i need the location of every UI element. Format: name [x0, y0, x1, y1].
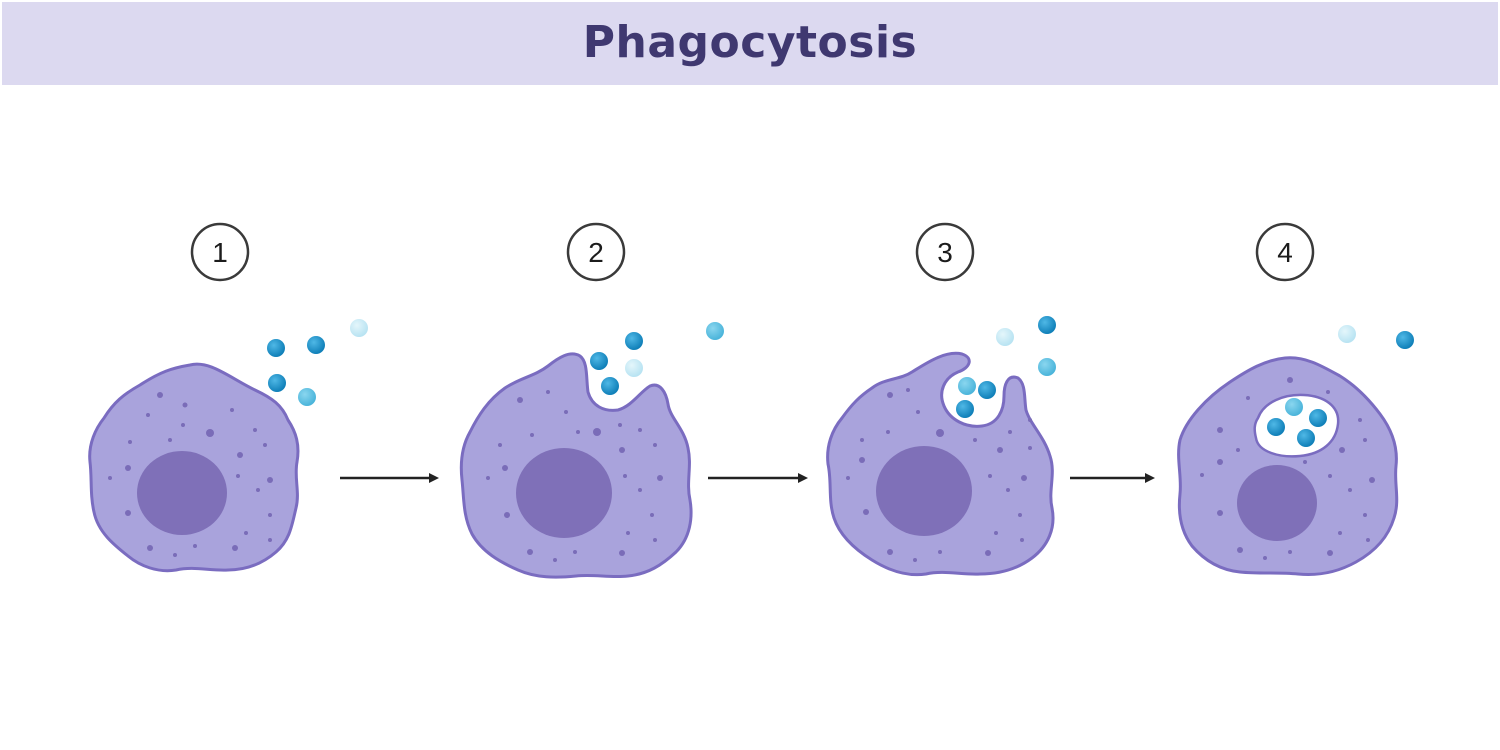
bacteria-particles [956, 316, 1056, 418]
particle-dark [1038, 316, 1056, 334]
bacteria-particles [267, 319, 368, 406]
particle-dark [978, 381, 996, 399]
step-number-badge: 3 [915, 222, 975, 282]
particle-dark [1309, 409, 1327, 427]
particle-medium [1038, 358, 1056, 376]
cell-nucleus [516, 448, 612, 538]
particle-dark [1267, 418, 1285, 436]
particle-medium [958, 377, 976, 395]
phagocyte-cell [1177, 356, 1399, 576]
cell-nucleus [1237, 465, 1317, 541]
cell-nucleus [876, 446, 972, 536]
phagosome-vacuole [1253, 393, 1340, 458]
step-2: 2 [459, 222, 724, 579]
phagocyte-cell [826, 351, 1055, 577]
particle-dark [601, 377, 619, 395]
step-4: 4 [1177, 222, 1414, 576]
cell-granules [846, 388, 1032, 562]
step-number: 3 [937, 237, 953, 268]
step-number: 2 [588, 237, 604, 268]
particle-medium [298, 388, 316, 406]
particle-dark [1396, 331, 1414, 349]
step-1: 1 [88, 222, 368, 573]
particle-dark [1297, 429, 1315, 447]
particle-dark [956, 400, 974, 418]
particle-dark [307, 336, 325, 354]
cell-nucleus [137, 451, 227, 535]
step-number: 1 [212, 237, 228, 268]
page-title: Phagocytosis [582, 17, 918, 68]
bacteria-particles [590, 322, 724, 395]
phagocyte-cell [459, 352, 693, 579]
particle-dark [268, 374, 286, 392]
particle-dark [590, 352, 608, 370]
cell-granules [1200, 377, 1375, 560]
bacteria-particles [1338, 325, 1414, 349]
particle-dark [625, 332, 643, 350]
particle-light [1338, 325, 1356, 343]
step-number-badge: 2 [566, 222, 626, 282]
phagocyte-cell [88, 362, 300, 573]
cell-granules [108, 392, 273, 557]
cell-granules [486, 390, 663, 562]
particle-light [625, 359, 643, 377]
step-number-badge: 4 [1255, 222, 1315, 282]
particle-light [996, 328, 1014, 346]
particle-light [350, 319, 368, 337]
step-number-badge: 1 [190, 222, 250, 282]
particle-dark [267, 339, 285, 357]
step-number: 4 [1277, 237, 1293, 268]
step-3: 3 [826, 222, 1056, 577]
title-banner: Phagocytosis [2, 2, 1498, 85]
particle-medium [1285, 398, 1303, 416]
particle-medium [706, 322, 724, 340]
